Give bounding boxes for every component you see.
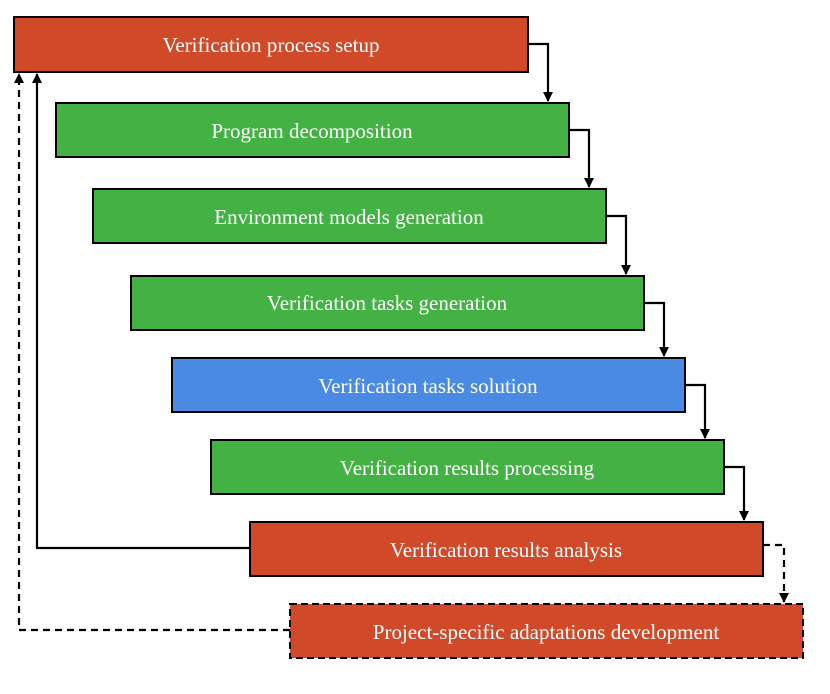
arrow-setup-to-decomposition	[528, 42, 553, 102]
step-results-analysis: Verification results analysis	[249, 521, 764, 577]
arrow-adaptations-to-setup	[14, 73, 290, 632]
step-tasks-solution: Verification tasks solution	[171, 357, 686, 413]
step-setup-label: Verification process setup	[163, 33, 380, 57]
arrow-processing-to-analysis	[724, 465, 749, 521]
step-results-processing-box	[210, 439, 725, 495]
arrow-tasks-generation-to-solution	[644, 301, 669, 357]
step-results-processing-label: Verification results processing	[340, 456, 595, 480]
step-environment-models-label: Environment models generation	[214, 205, 484, 229]
step-tasks-solution-label: Verification tasks solution	[318, 374, 538, 398]
step-adaptations: Project-specific adaptations development	[289, 603, 804, 659]
step-tasks-solution-box	[171, 357, 686, 413]
step-environment-models-box	[92, 188, 607, 244]
arrow-solution-to-processing	[685, 383, 710, 439]
step-results-analysis-label: Verification results analysis	[390, 538, 622, 562]
step-setup: Verification process setup	[13, 16, 529, 73]
step-tasks-generation: Verification tasks generation	[130, 275, 645, 331]
step-setup-box	[13, 16, 529, 73]
step-decomposition-label: Program decomposition	[211, 119, 413, 143]
step-decomposition-box	[55, 102, 570, 158]
step-results-analysis-box	[249, 521, 764, 577]
arrow-analysis-to-setup	[32, 73, 250, 550]
arrow-environment-to-tasks-generation	[606, 214, 631, 275]
arrow-analysis-to-adaptations	[763, 543, 789, 603]
step-results-processing: Verification results processing	[210, 439, 725, 495]
step-adaptations-label: Project-specific adaptations development	[373, 620, 720, 644]
arrow-decomposition-to-environment	[569, 128, 594, 188]
step-environment-models: Environment models generation	[92, 188, 607, 244]
step-tasks-generation-label: Verification tasks generation	[267, 291, 508, 315]
step-decomposition: Program decomposition	[55, 102, 570, 158]
